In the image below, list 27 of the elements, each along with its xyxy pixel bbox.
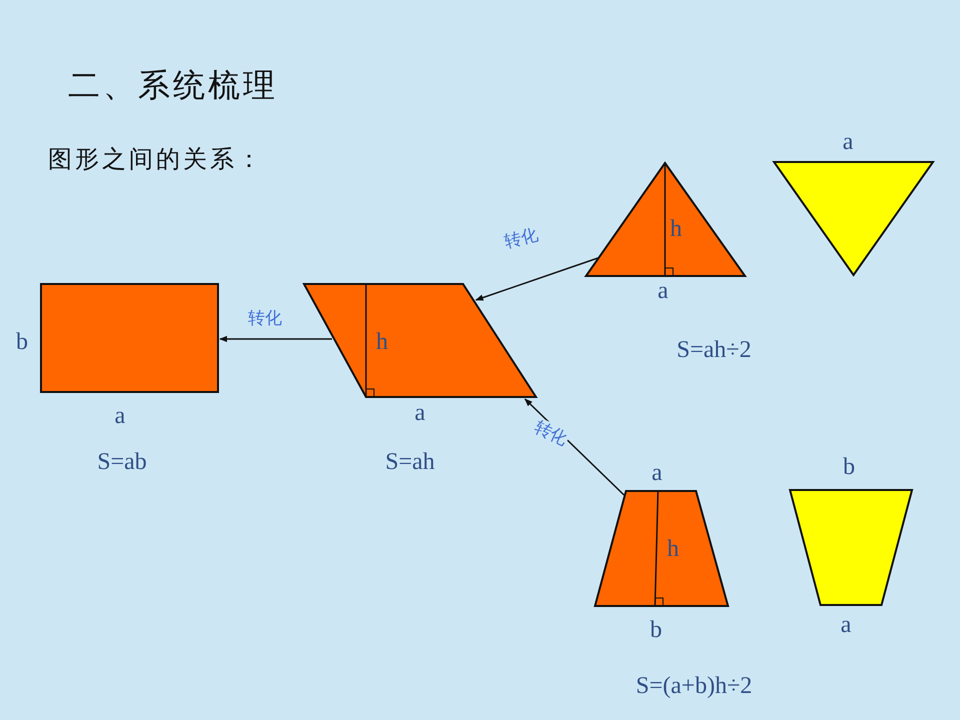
height-label: h [670,217,682,241]
area-formula: S=ah÷2 [676,338,752,362]
rectangle-shape [41,284,218,392]
side-length-label: b [650,618,662,642]
subheading: 图形之间的关系： [48,146,264,175]
side-length-label: a [840,613,852,637]
side-length-label: a [658,279,668,303]
arrow [219,336,332,342]
height-label: h [667,537,679,561]
side-length-label: a [114,404,126,428]
area-formula: S=ah [385,450,435,474]
trapezoid-shape [595,491,728,606]
edge-label: 转化 [247,308,283,328]
triangle-shape [586,163,745,276]
parallelogram-shape [304,284,536,397]
side-length-label: a [414,401,426,425]
area-formula: S=ab [97,450,147,474]
slide-title: 二、系统梳理 [68,66,278,105]
area-formula: S=(a+b)h÷2 [636,674,752,698]
side-length-label: b [843,455,855,479]
triangle-shape [774,162,933,275]
side-length-label: b [16,330,28,354]
trapezoid-shape [790,490,912,605]
side-length-label: a [842,130,854,154]
height-label: h [376,330,388,354]
arrow [475,257,598,301]
side-length-label: a [652,461,662,485]
